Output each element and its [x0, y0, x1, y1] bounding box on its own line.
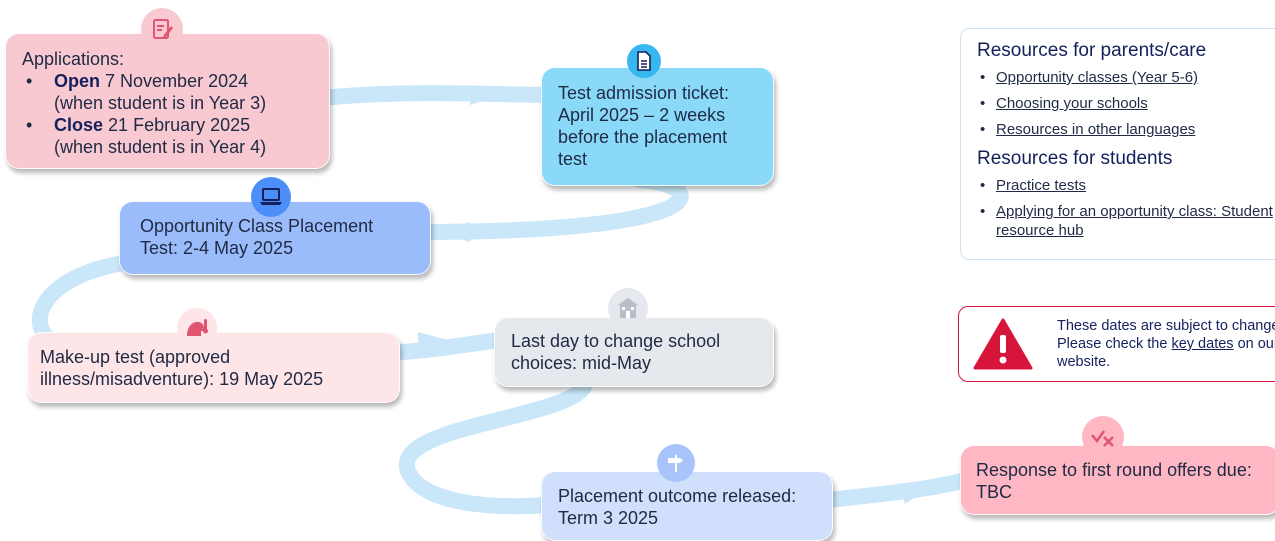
students-resources-heading: Resources for students	[977, 148, 1173, 169]
arrow-head	[418, 332, 455, 354]
makeup-test-step: Make-up test (approved illness/misadvent…	[27, 332, 400, 403]
warning-icon	[973, 318, 1033, 370]
form-edit-icon	[141, 8, 183, 50]
test-ticket-text: Test admission ticket: April 2025 – 2 we…	[558, 83, 730, 169]
placement-test-text: Opportunity Class Placement Test: 2-4 Ma…	[140, 216, 374, 258]
arrow-head	[470, 85, 500, 105]
resource-link[interactable]: Resources in other languages	[996, 121, 1196, 138]
laptop-icon	[251, 177, 291, 217]
arrow-head	[900, 484, 935, 504]
signpost-icon	[657, 444, 695, 482]
applications-open: Open 7 November 2024(when student is in …	[22, 70, 313, 114]
resource-link[interactable]: Choosing your schools	[996, 95, 1148, 112]
dates-notice: These dates are subject to change. Pleas…	[958, 306, 1275, 382]
applications-close: Close 21 February 2025(when student is i…	[22, 114, 313, 158]
resource-link-item[interactable]: Applying for an opportunity class: Stude…	[977, 202, 1275, 240]
change-choices-step: Last day to change school choices: mid-M…	[494, 317, 774, 387]
resource-link-item[interactable]: Opportunity classes (Year 5-6)	[977, 68, 1275, 87]
sick-person-icon	[177, 308, 217, 348]
students-resources-list: Practice tests Applying for an opportuni…	[977, 176, 1275, 240]
applications-title: Applications:	[22, 49, 125, 69]
resource-link-item[interactable]: Practice tests	[977, 176, 1275, 195]
parents-resources-list: Opportunity classes (Year 5-6) Choosing …	[977, 68, 1275, 139]
test-ticket-step: Test admission ticket: April 2025 – 2 we…	[541, 67, 774, 186]
response-due-text: Response to first round offers due: TBC	[976, 460, 1252, 502]
makeup-test-text: Make-up test (approved illness/misadvent…	[40, 347, 324, 389]
arrow-head	[435, 222, 470, 242]
response-due-step: Response to first round offers due: TBC	[960, 445, 1275, 515]
document-icon	[627, 44, 661, 78]
applications-step: Applications: Open 7 November 2024(when …	[5, 33, 330, 169]
parents-resources-heading: Resources for parents/care	[977, 40, 1207, 61]
resource-link-item[interactable]: Choosing your schools	[977, 94, 1275, 113]
notice-text: These dates are subject to change. Pleas…	[1057, 318, 1275, 370]
resource-link-item[interactable]: Resources in other languages	[977, 120, 1275, 139]
applications-dates: Open 7 November 2024(when student is in …	[22, 70, 313, 158]
placement-outcome-step: Placement outcome released: Term 3 2025	[541, 471, 833, 541]
resource-link[interactable]: Practice tests	[996, 177, 1087, 194]
tick-cross-icon	[1082, 416, 1124, 458]
resource-link[interactable]: Opportunity classes (Year 5-6)	[996, 69, 1199, 86]
change-choices-text: Last day to change school choices: mid-M…	[511, 331, 721, 373]
resources-panel: Resources for parents/care Opportunity c…	[960, 28, 1275, 260]
school-building-icon	[608, 288, 648, 328]
placement-outcome-text: Placement outcome released: Term 3 2025	[558, 486, 797, 528]
key-dates-link[interactable]: key dates	[1171, 336, 1234, 352]
resource-link[interactable]: Applying for an opportunity class: Stude…	[996, 203, 1273, 239]
